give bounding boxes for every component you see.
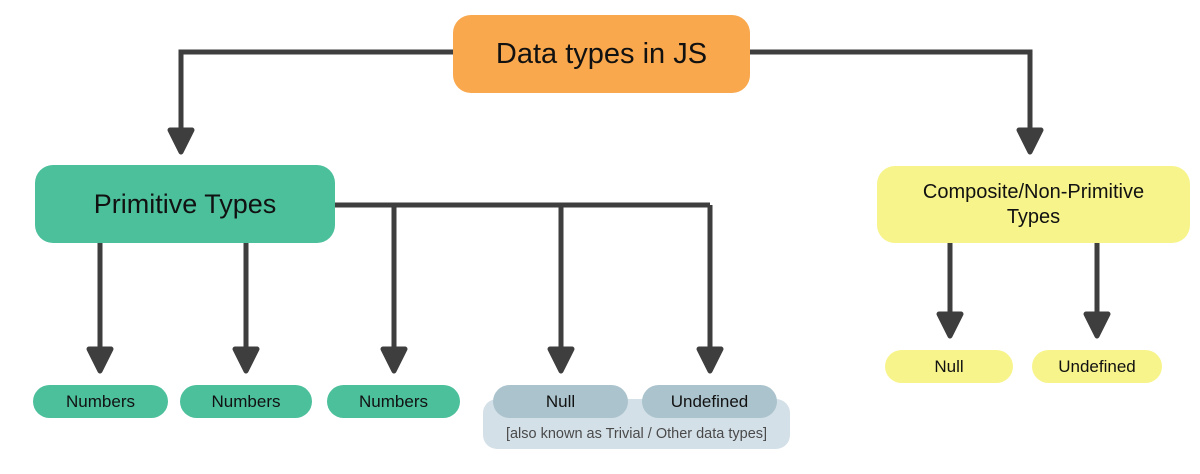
arrowhead-composite (1016, 127, 1044, 155)
primitive-node-label: Primitive Types (93, 188, 277, 219)
node-primitive-types: Primitive Types (35, 165, 335, 243)
node-composite-undefined: Undefined (1032, 350, 1162, 383)
numbers-2-label: Numbers (211, 391, 281, 411)
node-composite-null: Null (885, 350, 1013, 383)
numbers-3-label: Numbers (359, 391, 428, 411)
node-primitive-null: Null (493, 385, 628, 418)
arrowhead-composite-child-1 (936, 311, 964, 339)
arrowhead-child-5 (696, 346, 724, 374)
arrowhead-primitive (167, 127, 195, 155)
composite-node-label: Composite/Non-Primitive Types (922, 180, 1145, 228)
numbers-1-label: Numbers (66, 391, 135, 411)
connector-root-to-composite (750, 49, 1033, 128)
arrowhead-child-2 (232, 346, 260, 374)
primitive-undefined-label: Undefined (670, 391, 749, 411)
composite-undefined-label: Undefined (1058, 356, 1136, 376)
node-data-types-root: Data types in JS (453, 15, 750, 93)
node-numbers-3: Numbers (327, 385, 460, 418)
arrowhead-composite-child-2 (1083, 311, 1111, 339)
node-numbers-1: Numbers (33, 385, 168, 418)
trivial-note-text: [also known as Trivial / Other data type… (505, 426, 768, 442)
arrowhead-child-4 (547, 346, 575, 374)
node-primitive-undefined: Undefined (642, 385, 777, 418)
composite-null-label: Null (934, 356, 964, 376)
arrowhead-child-1 (86, 346, 114, 374)
node-numbers-2: Numbers (180, 385, 312, 418)
arrowhead-child-3 (380, 346, 408, 374)
connector-root-to-primitive (178, 49, 453, 128)
root-node-label: Data types in JS (495, 37, 708, 70)
primitive-null-label: Null (545, 391, 576, 411)
node-composite-types: Composite/Non-Primitive Types (877, 166, 1190, 243)
